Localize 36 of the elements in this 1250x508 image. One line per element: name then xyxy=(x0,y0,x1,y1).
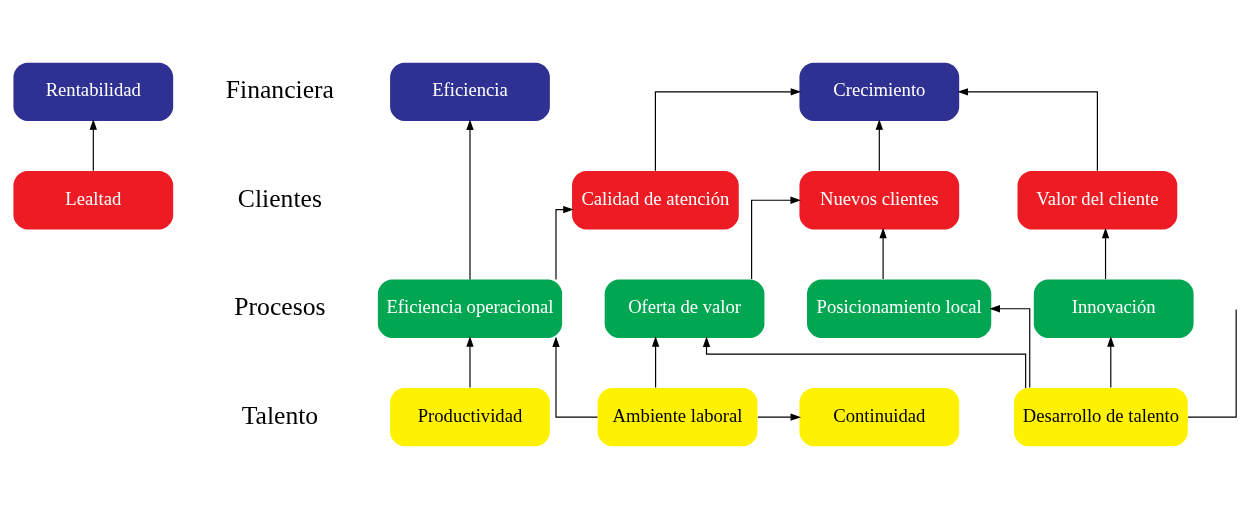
node-box: Valor del cliente xyxy=(1017,170,1178,229)
label: Financiera xyxy=(225,74,334,104)
arrow xyxy=(989,304,1031,388)
arrow xyxy=(875,118,883,171)
arrow xyxy=(1101,227,1110,280)
node-box: Nuevos clientes xyxy=(799,170,960,229)
node-box: Rentabilidad xyxy=(13,62,174,121)
label: Clientes xyxy=(237,183,322,213)
arrow xyxy=(757,413,802,421)
node-box: Posicionamiento local xyxy=(807,279,992,338)
arrow xyxy=(466,119,474,280)
node-box: Productividad xyxy=(390,387,550,446)
arrow xyxy=(879,227,887,280)
arrow xyxy=(1107,335,1115,388)
arrow xyxy=(466,335,474,388)
arrow xyxy=(555,205,574,280)
arrow xyxy=(702,336,1027,388)
node-box: Eficiencia operacional xyxy=(377,279,563,338)
node-box: Ambiente laboral xyxy=(597,387,758,446)
node-box: Lealtad xyxy=(13,170,174,229)
connector xyxy=(1187,308,1237,418)
arrow xyxy=(957,87,1098,171)
node-box: Eficiencia xyxy=(390,62,550,121)
arrow xyxy=(651,335,660,388)
node-box: Crecimiento xyxy=(799,62,960,121)
node-box: Oferta de valor xyxy=(604,279,765,338)
arrow xyxy=(89,118,97,171)
arrow xyxy=(751,196,801,280)
node-box: Continuidad xyxy=(799,387,960,446)
label: Talento xyxy=(241,400,319,430)
node-box: Calidad de atención xyxy=(572,170,739,229)
node-box: Desarrollo de talento xyxy=(1014,387,1188,446)
label: Procesos xyxy=(234,291,326,321)
arrow xyxy=(654,87,802,171)
arrow xyxy=(552,336,599,418)
node-box: Innovación xyxy=(1033,279,1194,338)
